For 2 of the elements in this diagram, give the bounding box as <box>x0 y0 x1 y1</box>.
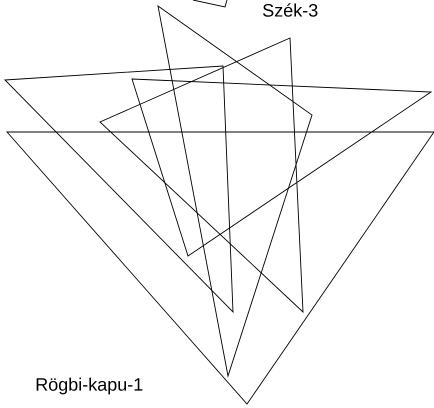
part-label: Rögbi-kapu-1 <box>36 378 142 394</box>
part-label: Szék-3 <box>263 3 318 17</box>
